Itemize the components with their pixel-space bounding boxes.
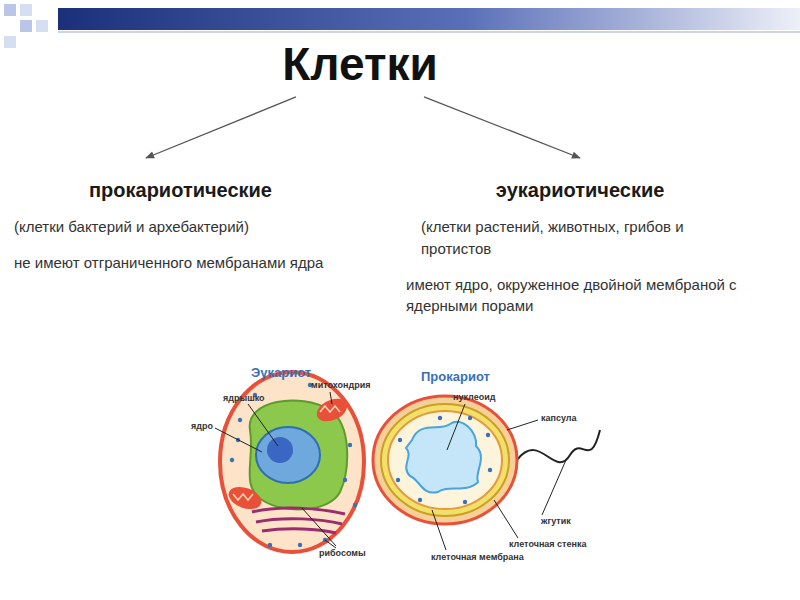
cell-type-label: Прокариот	[420, 370, 491, 384]
eukaryote-cell	[220, 372, 364, 552]
title: Клетки	[266, 38, 454, 91]
part-label: митохондрия	[310, 381, 371, 391]
prokaryote-group: прокариотические (клетки бактерий и археб…	[8, 160, 353, 278]
heading: эукариотические	[406, 178, 754, 202]
part-label: клеточная стенка	[508, 540, 587, 550]
eukaryote-group: эукариотические (клетки растений, животны…	[400, 160, 760, 321]
part-label: ядро	[190, 422, 214, 432]
part-label: жгутик	[540, 517, 572, 527]
part-label: ядрышко	[222, 394, 266, 404]
description: не имеют отграниченного мембранами ядра	[14, 252, 347, 274]
part-label: капсула	[540, 414, 578, 424]
leader-lines	[215, 392, 566, 550]
connector-arrow	[146, 97, 296, 158]
connector-arrow	[424, 97, 580, 158]
note: (клетки растений, животных, грибов и про…	[406, 216, 754, 260]
part-label: клеточная мембрана	[430, 553, 525, 563]
part-label: нуклеоид	[452, 393, 496, 403]
heading: прокариотические	[14, 178, 347, 202]
cell-type-label: Эукариот	[250, 366, 312, 380]
title-node: Клетки	[260, 36, 460, 93]
part-label: рибосомы	[318, 549, 367, 559]
description: имеют ядро, окруженное двойной мембраной…	[406, 274, 754, 318]
note: (клетки бактерий и архебактерий)	[14, 216, 347, 238]
prokaryote-cell	[373, 396, 600, 524]
